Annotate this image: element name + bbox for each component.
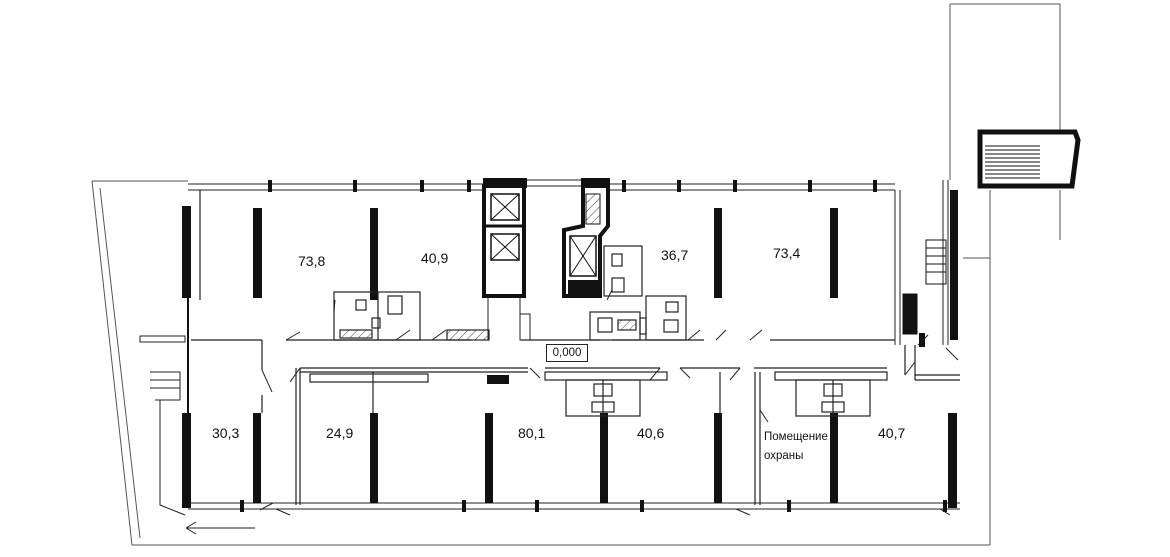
level-mark: 0,000: [546, 344, 588, 362]
room-area-label: 30,3: [212, 425, 240, 441]
room-area-label: 40,6: [637, 425, 665, 441]
room-area-label: 80,1: [518, 425, 546, 441]
room-area-label: 40,9: [421, 250, 449, 266]
elevator-core: [482, 184, 531, 341]
west-stair: [139, 335, 255, 535]
window-marks: [240, 180, 947, 512]
bathroom-blocks: [309, 245, 888, 417]
east-stair: [902, 239, 947, 335]
room-area-label: 36,7: [661, 247, 689, 263]
north-stair: [977, 129, 1081, 189]
door-swings: [259, 289, 959, 516]
room-area-label: 40,7: [878, 425, 906, 441]
room-area-label: 24,9: [326, 425, 354, 441]
room-area-label: 73,8: [298, 253, 326, 269]
structural-walls: [182, 178, 958, 508]
outer-walls-thin: [188, 179, 960, 510]
room-area-label: 73,4: [773, 245, 801, 261]
site-outline: [91, 3, 1061, 546]
stair-core: [562, 184, 610, 298]
room-name-label: охраны: [764, 450, 804, 462]
room-name-label: Помещение: [764, 431, 828, 443]
